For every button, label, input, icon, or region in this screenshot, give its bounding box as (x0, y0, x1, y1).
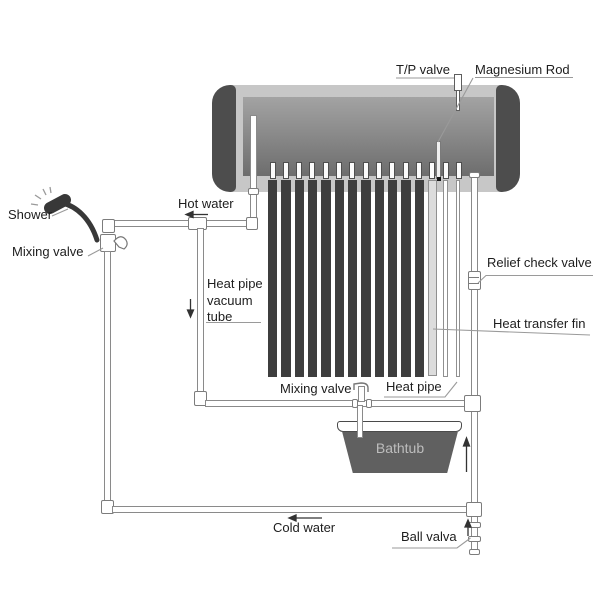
bathtub-rim (337, 421, 462, 432)
heat-pipe-tube (442, 180, 448, 377)
label-tp-valve: T/P valve (396, 62, 450, 77)
center-valve-band-left (352, 399, 358, 408)
riser-top-coupling (468, 172, 480, 178)
tank-left-cap (212, 85, 236, 192)
label-ball-valve: Ball valva (401, 529, 457, 544)
center-valve-stem (357, 386, 365, 402)
ball-valve-band-upper (467, 522, 481, 528)
tank-right-cap (496, 85, 520, 192)
tube-socket (402, 162, 409, 179)
hot-water-horizontal-pipe (110, 220, 253, 227)
center-valve-band-right (365, 399, 372, 408)
bathtub-supply-pipe (205, 400, 465, 407)
hot-pipe-left-elbow (102, 219, 115, 233)
relief-check-valve (467, 271, 481, 290)
tube-socket (269, 162, 276, 179)
vacuum-tube (414, 180, 424, 377)
tube-socket (389, 162, 396, 179)
label-cold-water: Cold water (273, 520, 336, 535)
bathtub-body (342, 432, 458, 473)
riser-bottom-cap (468, 549, 480, 555)
tube-socket (456, 162, 463, 179)
heat-transfer-fin-tube (427, 180, 437, 376)
vacuum-tube (281, 180, 291, 377)
vacuum-tube (361, 180, 371, 377)
cold-water-pipe (112, 506, 470, 513)
tube-socket (322, 162, 329, 179)
hot-pipe-right-elbow (246, 217, 258, 230)
label-shower: Shower (8, 207, 53, 222)
label-relief-check-valve: Relief check valve (487, 255, 592, 270)
right-riser-pipe (470, 172, 478, 555)
vacuum-tube (387, 180, 398, 377)
bathtub-drop-pipe (356, 405, 363, 438)
tube-socket (349, 162, 356, 179)
mid-vertical-pipe (196, 228, 204, 400)
shower-mixing-valve-body (99, 234, 116, 252)
vacuum-tube (374, 180, 384, 377)
bathtub-label: Bathtub (375, 440, 425, 456)
riser-cross-fitting (463, 394, 481, 412)
glass-tube-wall (455, 180, 460, 377)
tube-socket (442, 162, 449, 179)
vacuum-tube (307, 180, 318, 377)
tube-socket (309, 162, 316, 179)
tube-socket (282, 162, 289, 179)
vacuum-tube (294, 180, 304, 377)
label-hot-water: Hot water (178, 196, 234, 211)
tube-socket (376, 162, 383, 179)
label-mixing-valve-center: Mixing valve (280, 381, 352, 396)
bath-pipe-left-elbow (194, 391, 207, 406)
tube-socket (296, 162, 303, 179)
label-heat-transfer-fin: Heat transfer fin (493, 316, 586, 331)
riser-cold-tee (466, 502, 482, 517)
vacuum-tube (401, 180, 411, 377)
tube-socket (429, 162, 436, 179)
vacuum-tube (268, 180, 278, 377)
tube-socket (416, 162, 423, 179)
left-riser-pipe (103, 251, 111, 502)
hot-water-outlet-pipe (250, 115, 257, 222)
label-mixing-valve-left: Mixing valve (12, 244, 84, 259)
hot-pipe-coupling (248, 188, 259, 195)
tube-socket (336, 162, 343, 179)
ball-valve-band-lower (467, 536, 481, 542)
vacuum-tube (334, 180, 344, 377)
vacuum-tube (347, 180, 358, 377)
label-magnesium-rod: Magnesium Rod (475, 62, 570, 77)
label-heat-pipe: Heat pipe (386, 379, 442, 394)
magnesium-rod-tip (436, 177, 441, 181)
vacuum-tube (321, 180, 331, 377)
tube-socket (362, 162, 369, 179)
label-heat-pipe-vacuum-tube: Heat pipe vacuum tube (207, 276, 263, 324)
